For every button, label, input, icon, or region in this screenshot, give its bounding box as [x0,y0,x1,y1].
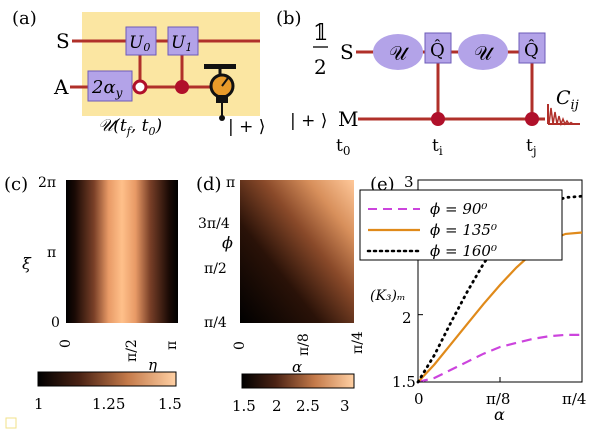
d-cbar-tick-25: 2.5 [296,397,320,415]
d-ylabel: ϕ [222,233,233,252]
prefactor-two: 2 [314,55,327,79]
e-xlabel: α [494,405,505,424]
ket-plus-a: | + ⟩ [228,117,265,137]
d-xtick-0: 0 [232,341,248,350]
panel-d-label: (d) [196,174,222,195]
heatmap-c [66,180,178,323]
corner-marker [5,417,17,429]
colorbar-c [37,371,177,387]
wire-s-label-b: S [340,40,354,64]
c-ylabel: ξ [22,254,32,273]
signal-decay-icon [547,104,580,127]
e-ytick-2: 2 [402,309,412,327]
gate-q-1 [424,32,452,64]
panel-d-heatmap: (d) π 3π/4 ϕ π/2 π/4 0 π/8 π/4 α 1.5 2 2… [196,174,366,415]
e-xtick-pi8: π/8 [486,390,510,408]
panel-c-label: (c) [4,174,28,195]
d-xtick-pi8: π/8 [296,333,312,356]
series-line-0 [417,333,582,384]
d-cbar-tick-15: 1.5 [232,397,256,415]
time-ti: ti [432,136,443,158]
c-xtick-0: 0 [58,339,74,348]
correlation-label: Cij [556,87,579,113]
c-cbar-tick-125: 1.25 [92,395,125,413]
gate-q-2 [518,32,546,64]
c-ytick-0: 0 [51,315,60,331]
c-ytick-2pi: 2π [38,175,56,191]
c-cbar-tick-1: 1 [34,395,44,413]
d-ytick-pi: π [226,175,235,191]
panel-e-chart: (e) 3 2 1.5 (K₃)ₘ 0 π/8 π/4 α ϕ = 90⁰ ϕ … [359,173,586,424]
control-dot-ti [431,112,445,126]
d-cbar-tick-2: 2 [272,397,282,415]
legend-label-135: ϕ = 135⁰ [430,221,497,239]
gate-u1 [167,26,199,56]
d-ytick-pi2: π/2 [204,261,227,277]
control-filled-dot [175,80,189,94]
c-ytick-pi: π [47,245,56,261]
panel-b-circuit: (b) 𝟙 2 S | + ⟩ M 𝒰 Q̂ 𝒰 Q̂ Cij t0 ti [276,8,580,158]
meter-icon [204,64,236,121]
evolution-operator: 𝒰(tf, t0) [98,116,162,138]
legend: ϕ = 90⁰ ϕ = 135⁰ ϕ = 160⁰ [359,189,563,261]
c-xtick-pi: π [164,341,180,350]
ket-plus-b: | + ⟩ [290,111,327,131]
d-xlabel: α [292,358,302,376]
prefactor-identity: 𝟙 [313,21,328,46]
c-cbar-tick-15: 1.5 [158,395,182,413]
gate-u0 [125,26,157,56]
d-cbar-tick-3: 3 [340,397,350,415]
e-ytick-15: 1.5 [392,373,416,391]
control-open-dot [132,79,148,95]
gate-q-label-1: Q̂ [430,39,445,61]
gate-u-ellipse-1 [373,34,423,70]
wire-s-label: S [56,29,70,53]
gate-rotation [87,70,133,102]
gate-u-label-2: 𝒰 [474,41,495,65]
e-xtick-pi4: π/4 [562,390,586,408]
time-t0: t0 [336,136,350,158]
gate-q-label-2: Q̂ [524,39,539,61]
wire-m-label: M [338,107,358,131]
legend-label-90: ϕ = 90⁰ [430,200,487,218]
d-xtick-pi4: π/4 [350,331,366,354]
legend-box [359,189,563,261]
control-dot-tj [525,112,539,126]
c-xtick-pi2: π/2 [124,339,140,362]
colorbar-d [241,373,355,389]
panel-a-label: (a) [12,8,37,29]
wire-a-label: A [53,75,69,99]
c-xlabel: η [148,356,157,374]
e-ylabel: (K₃)ₘ [370,288,406,304]
panel-c-heatmap: (c) 2π π 0 ξ 0 π/2 π η 1 1.25 1.5 [4,174,182,413]
gate-u1-label: U1 [171,33,192,54]
gate-u-ellipse-2 [458,34,508,70]
d-ytick-3pi4: 3π/4 [198,216,230,232]
gate-u-label-1: 𝒰 [389,41,410,65]
heatmap-d [240,180,354,323]
legend-label-160: ϕ = 160⁰ [430,242,497,260]
d-ytick-pi4: π/4 [204,315,227,331]
gate-u0-label: U0 [129,33,150,54]
gate-rotation-label: 2αy [91,77,123,100]
time-tj: tj [526,136,537,158]
e-xtick-0: 0 [414,390,424,408]
e-ytick-3: 3 [404,173,414,191]
panel-b-label: (b) [276,8,302,29]
panel-a-circuit: (a) S A 2αy U0 U1 𝒰(tf, t0) | + ⟩ [12,8,265,138]
